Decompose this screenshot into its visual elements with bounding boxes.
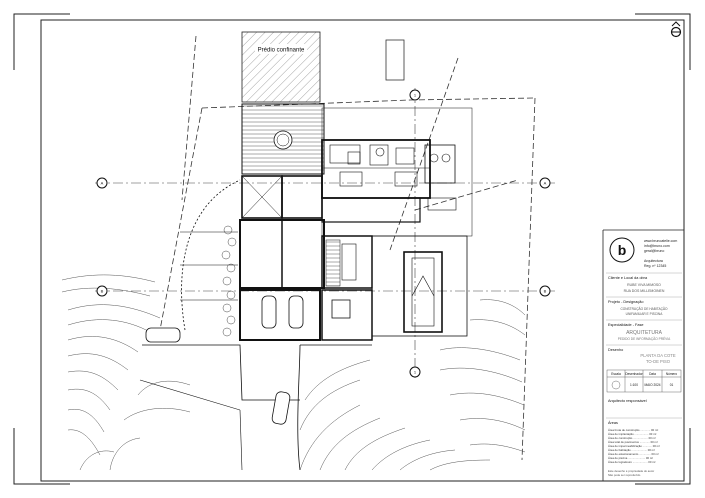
contact-line: Arquitectura (644, 259, 663, 263)
table-cell: 01 (670, 383, 674, 387)
drawing-line: TO-DE PISO (646, 359, 671, 364)
neighbor-building: Prédio confinante (241, 31, 321, 103)
area-row: Área de implantação .................. 0… (608, 432, 656, 436)
speciality-line: ARQUITETURA (626, 330, 663, 336)
svg-text:A: A (101, 181, 104, 186)
contact-line: www.brunoatelie.com (644, 239, 677, 243)
contact-line: info@bruno.com (644, 244, 670, 248)
svg-text:1: 1 (414, 370, 417, 375)
grid-bubble-icon (96, 89, 551, 378)
footer-line: Não pode ser reproduzido (608, 473, 641, 477)
contact-line: Reg. nº 12345 (644, 264, 666, 268)
drawing-frame (40, 19, 685, 482)
table-header: Escala (611, 372, 621, 376)
titleblock: b www.brunoatelie.com info@bruno.com ger… (606, 237, 682, 477)
client-line: RUBE VIVA MIMOSO (627, 283, 661, 287)
footer-line: Este desenho é propriedade do autor (608, 469, 654, 473)
area-row: Área total de pavimentos ............. 0… (608, 440, 658, 444)
house-plan (139, 103, 473, 471)
area-row: Área de logradouro ................... 0… (608, 460, 655, 464)
table-header: Número (666, 372, 678, 376)
arch-heading: Arquitecto responsável (608, 399, 647, 403)
project-heading: Projeto - Designação (608, 300, 643, 304)
terrain-contours (61, 274, 526, 471)
svg-text:B: B (544, 289, 547, 294)
area-row: Área de habitação .................... 0… (608, 448, 655, 452)
table-cell: MAIO 2024 (644, 383, 660, 387)
crop-marks (13, 13, 691, 485)
contact-lines: www.brunoatelie.com info@bruno.com geral… (644, 239, 677, 268)
project-line: UNIFAMILIAR E PISCINA (626, 312, 664, 316)
project-line: CONSTRUÇÃO DE HABITAÇÃO (620, 306, 668, 311)
speciality-line: PEDIDO DE INFORMAÇÃO PRÉVIA (618, 336, 671, 341)
client-line: RUA DOS MILLEMOINEN (624, 289, 665, 293)
table-header: Data (649, 372, 656, 376)
grid-axes (95, 88, 555, 378)
area-row: Área de piscina ...................... 0… (608, 456, 653, 460)
svg-text:A: A (544, 181, 547, 186)
client-heading: Cliente e Local da obra (608, 276, 648, 280)
logo-icon (609, 237, 635, 263)
area-row: Área de construção ................... 0… (608, 436, 656, 440)
area-rows: Área bruta de construção ............. 0… (608, 428, 660, 464)
drawing-line: PLANTA DA COTE (640, 353, 675, 358)
contact-line: geral@bruno (644, 249, 664, 253)
pool-outline (385, 39, 405, 81)
neighbor-building-label: Prédio confinante (258, 48, 305, 54)
areas-heading: Áreas (608, 421, 618, 425)
area-row: Área bruta de construção ............. 0… (608, 428, 658, 432)
garage (239, 289, 321, 341)
north-arrow-icon (670, 21, 682, 38)
table-cell: 1:100 (630, 383, 638, 387)
table-header: Desenhador (625, 372, 643, 376)
property-boundary (159, 35, 536, 461)
svg-text:1: 1 (414, 93, 417, 98)
car-icon (145, 295, 304, 425)
logo-letter: b (618, 242, 627, 258)
area-row: Área de estacionamento ............... 0… (608, 452, 659, 456)
drawing-heading: Desenho (608, 348, 623, 352)
svg-text:B: B (101, 289, 104, 294)
area-row: Área de impermeabilização ............ 0… (608, 444, 660, 448)
speciality-heading: Especialidade - Fase (608, 323, 643, 327)
